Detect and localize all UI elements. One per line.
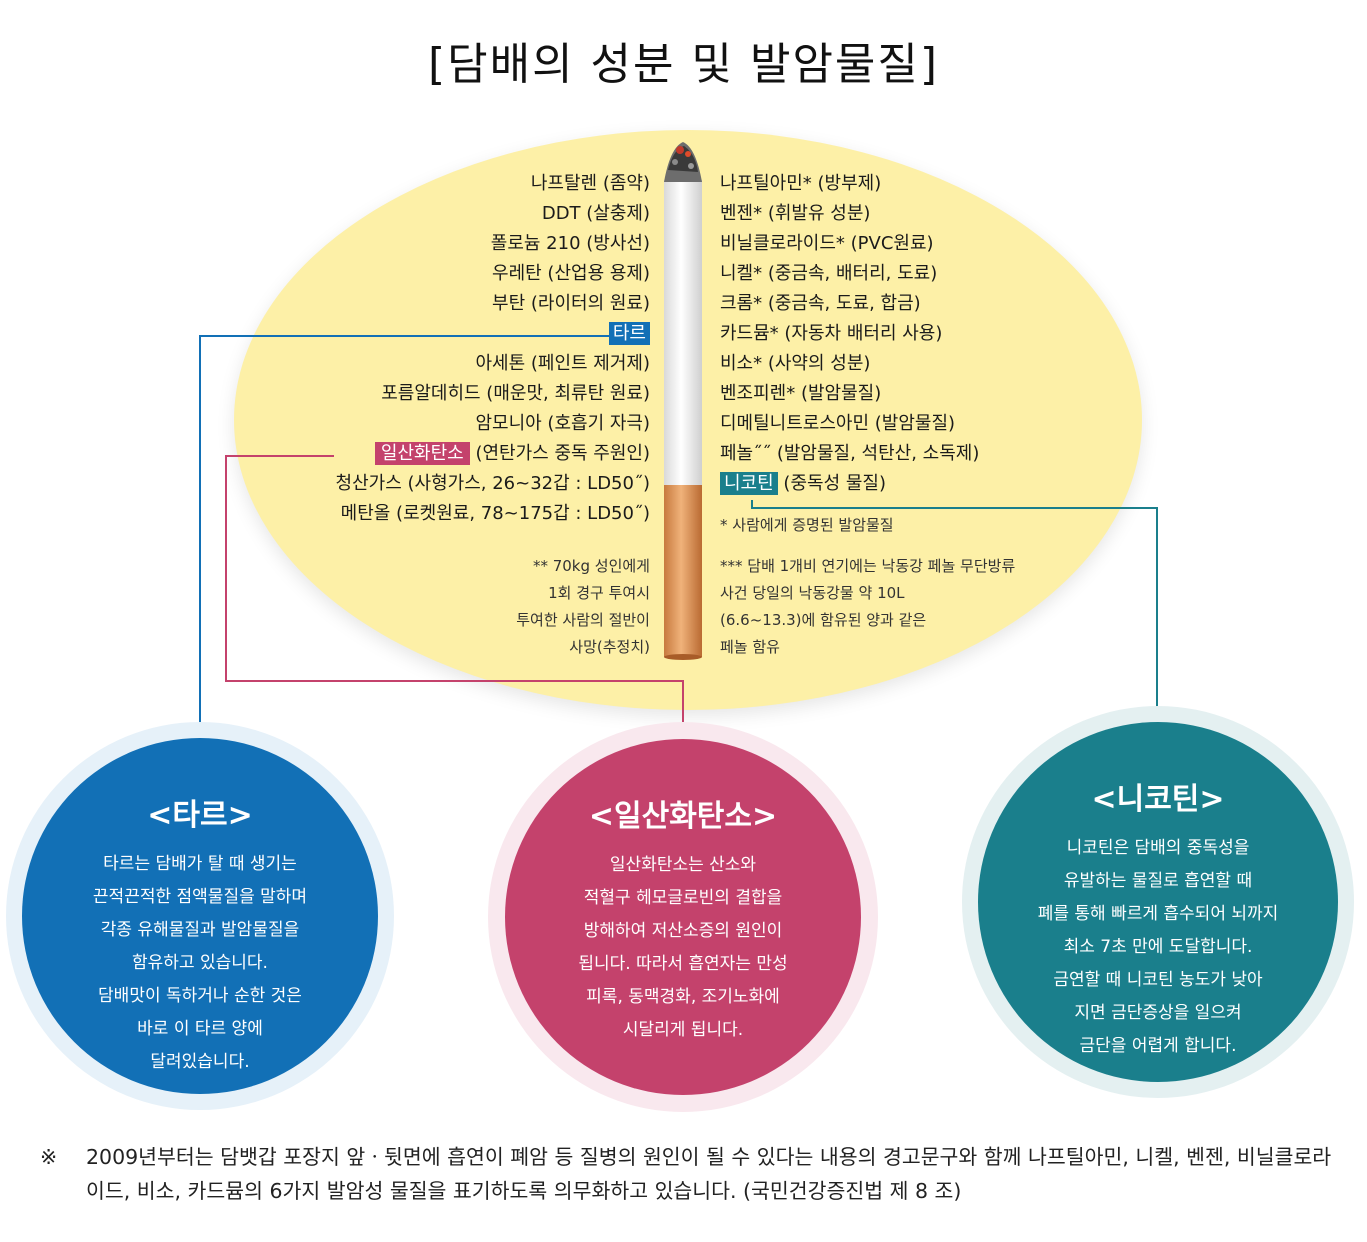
co-suffix: (연탄가스 중독 주원인) xyxy=(475,443,650,464)
footnote-line: 사건 당일의 낙동강물 약 10L xyxy=(720,584,905,602)
circle-line: 함유하고 있습니다. xyxy=(132,953,268,973)
list-item: 나프탈렌 (좀약) xyxy=(530,173,650,194)
circle-line: 각종 유해물질과 발암물질을 xyxy=(100,920,300,940)
right-component-list: 나프틸아민* (방부제) 벤젠* (휘발유 성분) 비닐클로라이드* (PVC원… xyxy=(720,169,1150,499)
circle-title: <타르> xyxy=(147,798,253,833)
reference-mark-icon: ※ xyxy=(40,1145,58,1169)
list-item: 아세톤 (페인트 제거제) xyxy=(475,353,650,374)
circle-line: 금연할 때 니코틴 농도가 낮아 xyxy=(1053,970,1263,990)
circle-line: 피록, 동맥경화, 조기노화에 xyxy=(586,987,780,1007)
nicotine-label: 니코틴 xyxy=(720,472,778,495)
cigarette-icon xyxy=(664,142,702,660)
circle-line: 폐를 통해 빠르게 흡수되어 뇌까지 xyxy=(1037,904,1279,924)
tar-circle: <타르> 타르는 담배가 탈 때 생기는 끈적끈적한 점액물질을 말하며 각종 … xyxy=(22,738,378,1094)
circle-line: 타르는 담배가 탈 때 생기는 xyxy=(103,854,297,874)
list-item: DDT (살충제) xyxy=(541,203,650,224)
circle-line: 됩니다. 따라서 흡연자는 만성 xyxy=(578,954,788,974)
co-circle: <일산화탄소> 일산화탄소는 산소와 적혈구 헤모글로빈의 결합을 방해하여 저… xyxy=(505,739,861,1095)
carcinogen-footnote: * 사람에게 증명된 발암물질 xyxy=(720,516,894,534)
footer-note: ※ 2009년부터는 담뱃갑 포장지 앞ㆍ뒷면에 흡연이 폐암 등 질병의 원인… xyxy=(40,1140,1340,1208)
co-label: 일산화탄소 xyxy=(374,442,470,465)
list-item: 니켈* (중금속, 배터리, 도료) xyxy=(720,263,938,284)
tar-row: 타르 xyxy=(240,319,650,349)
circle-line: 금단을 어렵게 합니다. xyxy=(1079,1036,1237,1056)
circle-title: <니코틴> xyxy=(1091,782,1225,817)
circle-line: 최소 7초 만에 도달합니다. xyxy=(1063,937,1253,957)
page-title: [담배의 성분 및 발암물질] xyxy=(427,39,940,90)
footnote-line: 투여한 사람의 절반이 xyxy=(516,611,650,629)
circle-line: 시달리게 됩니다. xyxy=(622,1020,744,1040)
phenol-footnote: *** 담배 1개비 연기에는 낙동강 페놀 무단방류 사건 당일의 낙동강물 … xyxy=(720,553,1100,661)
list-item: 나프틸아민* (방부제) xyxy=(720,173,882,194)
list-item: 페놀˝˝ (발암물질, 석탄산, 소독제) xyxy=(720,443,980,464)
list-item: 암모니아 (호흡기 자극) xyxy=(475,413,650,434)
ld50-footnote: ** 70kg 성인에게 1회 경구 투여시 투여한 사람의 절반이 사망(추정… xyxy=(400,553,650,661)
list-item: 디메틸니트로스아민 (발암물질) xyxy=(720,413,956,434)
list-item: 우레탄 (산업용 용제) xyxy=(492,263,650,284)
list-item: 벤젠* (휘발유 성분) xyxy=(720,203,871,224)
list-item: 크롬* (중금속, 도료, 합금) xyxy=(720,293,921,314)
circle-line: 적혈구 헤모글로빈의 결합을 xyxy=(583,888,783,908)
circle-line: 달려있습니다. xyxy=(150,1052,250,1072)
circle-line: 유발하는 물질로 흡연할 때 xyxy=(1063,871,1253,891)
circle-line: 지면 금단증상을 일으켜 xyxy=(1074,1003,1242,1023)
list-item: 비닐클로라이드* (PVC원료) xyxy=(720,233,934,254)
co-row: 일산화탄소 (연탄가스 중독 주원인) xyxy=(240,439,650,469)
footnote-line: ** 70kg 성인에게 xyxy=(532,557,650,575)
circle-line: 일산화탄소는 산소와 xyxy=(609,855,757,875)
footer-text: 2009년부터는 담뱃갑 포장지 앞ㆍ뒷면에 흡연이 폐암 등 질병의 원인이 … xyxy=(86,1145,1332,1203)
list-item: 포름알데히드 (매운맛, 최류탄 원료) xyxy=(381,383,650,404)
footnote-line: *** 담배 1개비 연기에는 낙동강 페놀 무단방류 xyxy=(720,557,1016,575)
footnote-line: 사망(추정치) xyxy=(569,638,650,656)
nicotine-row: 니코틴 (중독성 물질) xyxy=(720,469,1150,499)
footnote-line: 1회 경구 투여시 xyxy=(548,584,650,602)
footnote-line: 페놀 함유 xyxy=(720,638,780,656)
list-item: 메탄올 (로켓원료, 78~175갑 : LD50˝) xyxy=(340,503,650,524)
circle-line: 끈적끈적한 점액물질을 말하며 xyxy=(92,887,308,907)
circle-line: 니코틴은 담배의 중독성을 xyxy=(1066,838,1250,858)
circle-line: 담배맛이 독하거나 순한 것은 xyxy=(98,986,302,1006)
left-component-list: 나프탈렌 (좀약) DDT (살충제) 폴로늄 210 (방사선) 우레탄 (산… xyxy=(240,169,650,529)
circle-body: 타르는 담배가 탈 때 생기는 끈적끈적한 점액물질을 말하며 각종 유해물질과… xyxy=(22,848,378,1079)
circle-line: 방해하여 저산소증의 원인이 xyxy=(583,921,783,941)
list-item: 폴로늄 210 (방사선) xyxy=(490,233,650,254)
list-item: 비소* (사약의 성분) xyxy=(720,353,871,374)
nicotine-suffix: (중독성 물질) xyxy=(783,473,886,494)
circle-body: 일산화탄소는 산소와 적혈구 헤모글로빈의 결합을 방해하여 저산소증의 원인이… xyxy=(505,849,861,1047)
circle-body: 니코틴은 담배의 중독성을 유발하는 물질로 흡연할 때 폐를 통해 빠르게 흡… xyxy=(978,832,1338,1063)
list-item: 벤조피렌* (발암물질) xyxy=(720,383,882,404)
tar-label: 타르 xyxy=(608,322,650,345)
footnote-line: (6.6~13.3)에 함유된 양과 같은 xyxy=(720,611,927,629)
list-item: 청산가스 (사형가스, 26~32갑 : LD50˝) xyxy=(335,473,650,494)
circle-line: 바로 이 타르 양에 xyxy=(137,1019,263,1039)
list-item: 부탄 (라이터의 원료) xyxy=(492,293,650,314)
list-item: 카드뮴* (자동차 배터리 사용) xyxy=(720,323,943,344)
circle-title: <일산화탄소> xyxy=(588,799,778,834)
nicotine-circle: <니코틴> 니코틴은 담배의 중독성을 유발하는 물질로 흡연할 때 폐를 통해… xyxy=(978,722,1338,1082)
